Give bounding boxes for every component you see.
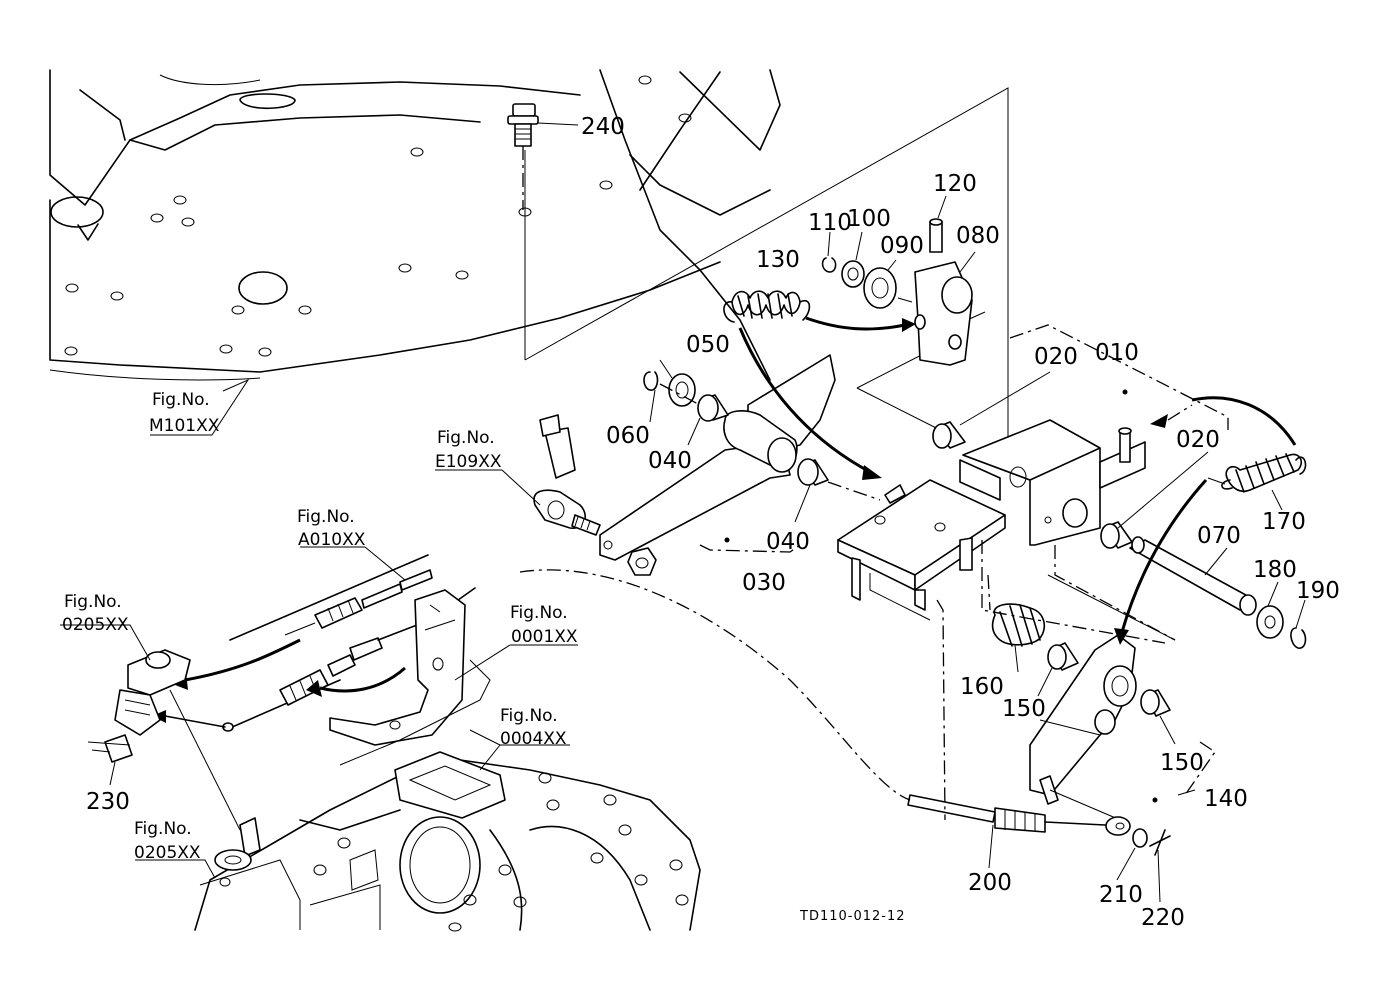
label-190: 190: [1296, 578, 1340, 604]
label-200: 200: [968, 870, 1012, 896]
spring-170: [1221, 453, 1307, 493]
label-080: 080: [956, 223, 1000, 249]
fig-0004-title: Fig.No.: [500, 706, 558, 726]
drawing-code: TD110-012-12: [799, 909, 906, 924]
label-180: 180: [1253, 557, 1297, 583]
bolt-240: [507, 103, 579, 210]
part-labels: 240 120 110 100 090 080 130 050 060 040 …: [86, 114, 1340, 931]
assembly-arrows: [738, 316, 1297, 645]
label-240: 240: [581, 114, 625, 140]
label-040b: 040: [766, 529, 810, 555]
label-leaders: [60, 195, 1306, 903]
fig-0001-title: Fig.No.: [510, 603, 568, 623]
label-010: 010: [1095, 340, 1139, 366]
label-060: 060: [606, 423, 650, 449]
engine-block: [194, 659, 701, 932]
label-020a: 020: [1034, 344, 1078, 370]
pedal-body-010: [932, 419, 1146, 549]
label-140: 140: [1204, 786, 1248, 812]
fig-0205-top-title: Fig.No.: [64, 592, 122, 612]
fig-a010-number: A010XX: [298, 530, 366, 550]
fig-0205-bottom-number: 0205XX: [134, 843, 201, 863]
label-170: 170: [1262, 509, 1306, 535]
shaft-070: [1129, 536, 1307, 649]
fig-m101-title: Fig.No.: [152, 390, 210, 410]
group-brackets: [699, 324, 1229, 821]
label-030: 030: [742, 570, 786, 596]
label-210: 210: [1099, 882, 1143, 908]
governor-lever: [87, 649, 241, 831]
frame-plate: [49, 69, 1009, 470]
label-070: 070: [1197, 523, 1241, 549]
bushings-040-050-060: [643, 371, 881, 501]
pedal-arm-030: [533, 354, 836, 576]
label-150a: 150: [1002, 696, 1046, 722]
fig-a010-title: Fig.No.: [297, 507, 355, 527]
fig-0205-bottom-title: Fig.No.: [134, 819, 192, 839]
cable-bracket-assembly: [152, 554, 476, 746]
fig-0004-number: 0004XX: [500, 729, 567, 749]
leader-dots: [724, 389, 1158, 803]
label-220: 220: [1141, 905, 1185, 931]
fig-0205-top-number: 0205XX: [62, 615, 129, 635]
label-130: 130: [756, 247, 800, 273]
label-150b: 150: [1160, 750, 1204, 776]
label-100: 100: [847, 206, 891, 232]
label-020b: 020: [1176, 427, 1220, 453]
fig-e109-title: Fig.No.: [437, 428, 495, 448]
return-arm-140: [991, 603, 1171, 823]
pivot-bracket-080: [821, 218, 973, 366]
label-090: 090: [880, 233, 924, 259]
label-160: 160: [960, 674, 1004, 700]
fig-e109-number: E109XX: [435, 452, 502, 472]
bracket-plate: [837, 479, 1006, 621]
label-230: 230: [86, 789, 130, 815]
label-040a: 040: [648, 448, 692, 474]
figure-references: Fig.No. M101XX Fig.No. E109XX Fig.No. A0…: [62, 390, 578, 863]
label-110: 110: [808, 210, 852, 236]
cable-200: [519, 569, 1171, 856]
label-050: 050: [686, 332, 730, 358]
fig-0001-number: 0001XX: [511, 627, 578, 647]
label-120: 120: [933, 171, 977, 197]
fig-m101-number: M101XX: [149, 416, 220, 436]
spring-130: [723, 290, 811, 323]
